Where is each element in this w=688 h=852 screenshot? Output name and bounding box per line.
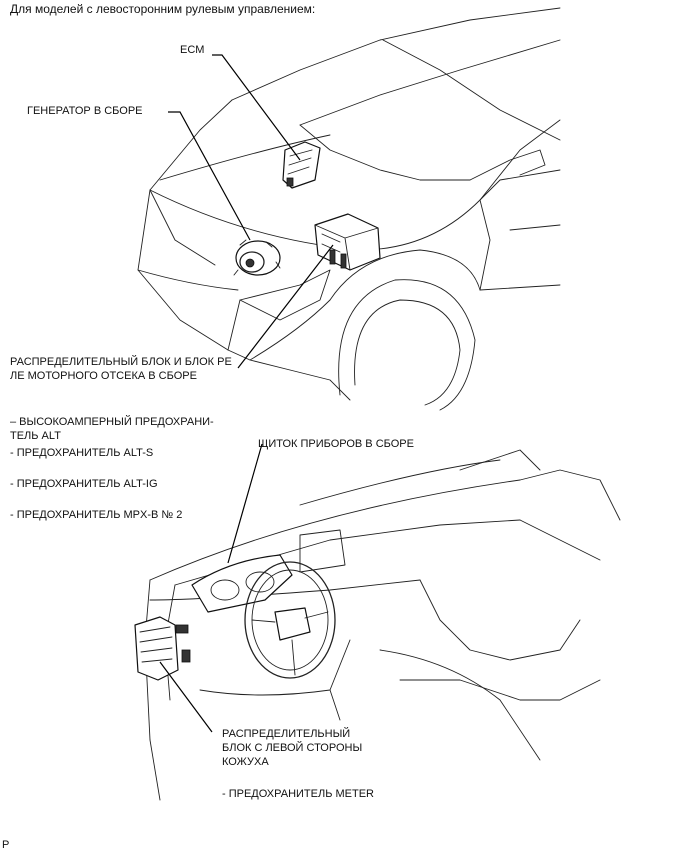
left-junction-block-part <box>134 616 191 681</box>
ecm-part <box>282 141 321 189</box>
fuse-item: - ПРЕДОХРАНИТЕЛЬ MPX-B № 2 <box>10 509 183 521</box>
engine-relay-block-part <box>314 213 381 271</box>
fuse-list-left-block: - ПРЕДОХРАНИТЕЛЬ METER <box>222 787 374 801</box>
instrument-cluster-part <box>191 554 293 613</box>
generator-label: ГЕНЕРАТОР В СБОРЕ <box>27 105 143 117</box>
page-heading: Для моделей с левосторонним рулевым упра… <box>10 2 316 16</box>
fuse-list-engine: – ВЫСОКОАМПЕРНЫЙ ПРЕДОХРАНИ- ТЕЛЬ ALT - … <box>10 415 214 522</box>
engine-relay-block-label: РАСПРЕДЕЛИТЕЛЬНЫЙ БЛОК И БЛОК РЕ ЛЕ МОТО… <box>10 355 232 383</box>
leader-lines <box>159 54 334 733</box>
engine-relay-block-label-line2: ЛЕ МОТОРНОГО ОТСЕКА В СБОРЕ <box>10 370 197 382</box>
left-junction-block-label-line1: РАСПРЕДЕЛИТЕЛЬНЫЙ <box>222 728 351 740</box>
left-junction-block-label: РАСПРЕДЕЛИТЕЛЬНЫЙ БЛОК С ЛЕВОЙ СТОРОНЫ К… <box>222 727 362 769</box>
steering-wheel-part <box>244 561 336 679</box>
left-junction-block-label-line2: БЛОК С ЛЕВОЙ СТОРОНЫ <box>222 742 363 754</box>
corner-mark: P <box>2 839 10 851</box>
fuse-item: - ПРЕДОХРАНИТЕЛЬ METER <box>222 788 374 800</box>
engine-relay-block-label-line1: РАСПРЕДЕЛИТЕЛЬНЫЙ БЛОК И БЛОК РЕ <box>10 356 232 368</box>
vehicle-front-illustration <box>137 7 561 411</box>
left-junction-block-label-line3: КОЖУХА <box>222 756 269 768</box>
vehicle-interior-illustration <box>144 449 621 801</box>
fuse-item: - ПРЕДОХРАНИТЕЛЬ ALT-S <box>10 447 154 459</box>
fuse-item: - ПРЕДОХРАНИТЕЛЬ ALT-IG <box>10 478 158 490</box>
fuse-item: – ВЫСОКОАМПЕРНЫЙ ПРЕДОХРАНИ- <box>10 416 214 428</box>
ecm-label: ECM <box>180 44 205 56</box>
generator-part <box>233 239 281 276</box>
instrument-cluster-label: ЩИТОК ПРИБОРОВ В СБОРЕ <box>258 438 414 450</box>
fuse-item: ТЕЛЬ ALT <box>10 430 61 442</box>
